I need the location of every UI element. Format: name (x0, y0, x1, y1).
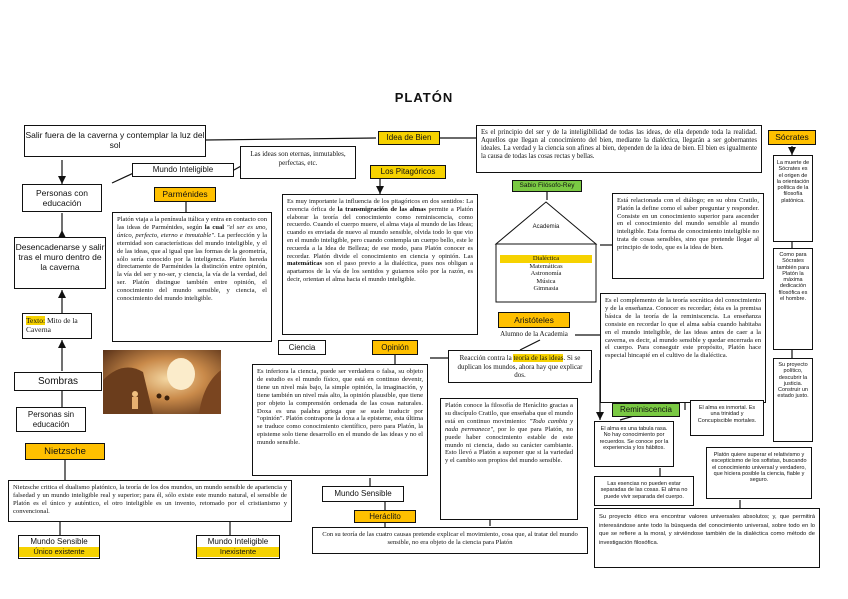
socrates-politico-text: Como para Sócrates también para Platón l… (773, 248, 813, 350)
cave-illustration (103, 350, 221, 414)
inexistente-label: Inexistente (197, 547, 279, 557)
alma-tabula-text: El alma es una tabula rasa. No hay conoc… (594, 421, 674, 467)
academia-item: Astronomía (530, 270, 562, 278)
proyecto-etico-text: Su proyecto ético era encontrar valores … (594, 508, 820, 568)
parmenides-label: Parménides (154, 187, 216, 202)
arrow-head (58, 290, 66, 298)
arrow-head (58, 176, 66, 184)
reminiscencia-label: Reminiscencia (612, 403, 680, 417)
page-title: PLATÓN (394, 90, 454, 105)
nietzsche-text: Nietzsche critica el dualismo platónico,… (8, 480, 292, 522)
pitagoricos-text: Es muy importante la influencia de los p… (282, 194, 478, 335)
arrow-head (788, 147, 796, 155)
mundo-inteligible-box: Mundo Inteligible (132, 163, 234, 177)
connector (519, 339, 541, 351)
mundo-sensible-box: Mundo Sensible (322, 486, 404, 502)
academia-building (494, 201, 598, 303)
esencias-text: Las esencias no pueden estar separadas d… (594, 476, 694, 506)
mundo-sensible-label: Mundo Sensible (30, 537, 88, 546)
sabio-label: Sabio Filósofo-Rey (512, 180, 582, 192)
cuatro-causas-text: Con su teoría de las cuatro causas prete… (312, 527, 588, 554)
aristoteles-label: Aristóteles (498, 312, 570, 328)
mundo-inteligible-label: Mundo Inteligible (207, 537, 269, 546)
arrow-head (58, 340, 66, 348)
nietzsche-label: Nietzsche (25, 443, 105, 460)
pitagoricos-label: Los Pitagóricos (370, 165, 446, 179)
opinion-label: Opinión (372, 340, 418, 355)
heraclito-text: Platón conoce la filosofía de Heráclito … (440, 398, 578, 520)
academia-item: Gimnasia (533, 285, 559, 293)
reaccion-box: Reacción contra la teoría de las ideas. … (448, 350, 592, 383)
alumno-academia: Alumno de la Academia (500, 330, 568, 338)
academia-item: Matemáticas (529, 262, 563, 270)
platon-supera-text: Platón quiere superar el relativismo y e… (706, 447, 812, 499)
unico-existente-label: Único existente (19, 547, 99, 557)
opinion-text: Es inferiora la ciencia, puede ser verda… (252, 364, 428, 476)
mundo-inteligible-inexistente-box: Mundo Inteligible Inexistente (196, 535, 280, 559)
sombras-box: Sombras (14, 372, 102, 391)
academia-items: Dialéctica Matemáticas Astronomía Música… (500, 255, 592, 293)
connector (204, 137, 377, 141)
personas-educacion-box: Personas con educación (22, 184, 102, 212)
ciencia-box: Ciencia (278, 340, 326, 355)
reminiscencia-text: Es el complemento de la teoría socrática… (600, 293, 766, 403)
arrow-head (58, 230, 66, 238)
academia-label: Academia (532, 224, 560, 230)
idea-bien-label: Idea de Bien (378, 131, 440, 145)
heraclito-label: Heráclito (354, 510, 416, 523)
socrates-label: Sócrates (768, 130, 816, 145)
alma-inmortal-text: El alma es inmortal. Es una trinidad y C… (690, 400, 764, 436)
arrow-head (596, 412, 604, 420)
personas-sin-educacion-box: Personas sin educación (16, 407, 86, 432)
socrates-text: La muerte de Sócrates es el origen de la… (773, 155, 813, 242)
ideas-eternas-box: Las ideas son eternas, inmutables, perfe… (240, 146, 356, 179)
academia-item: Dialéctica (500, 255, 592, 263)
arrow-head (376, 186, 384, 194)
proyecto-politico-text: Su proyecto político, descubrir la justi… (773, 358, 813, 442)
mundo-sensible-unico-box: Mundo Sensible Único existente (18, 535, 100, 559)
mito-caverna-box: Texto: Mito de la Caverna (22, 313, 92, 339)
texto-label: Texto: (26, 316, 46, 325)
idea-bien-text: Es el principio del ser y de la inteligi… (476, 125, 762, 173)
parmenides-text: Platón viaja a la península itálica y en… (112, 212, 272, 342)
salir-caverna-box: Salir fuera de la caverna y contemplar l… (24, 125, 206, 157)
academia-item: Música (536, 277, 556, 285)
desencadenarse-box: Desencadenarse y salir tras el muro dent… (14, 237, 106, 289)
dialectica-text: Está relacionada con el diálogo; en su o… (612, 193, 764, 279)
